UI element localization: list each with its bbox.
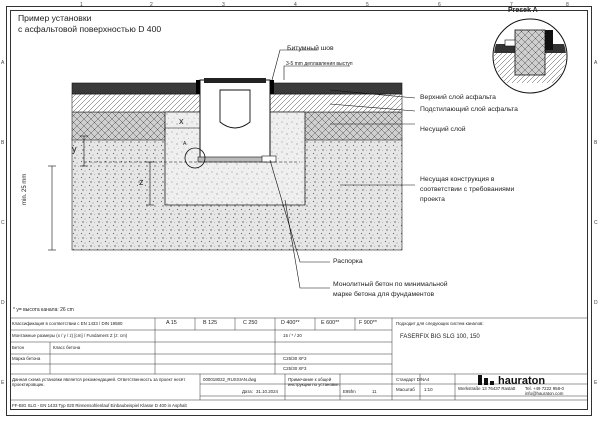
tb-classification-label: Классификация в соответствии с EN 1433 /…: [12, 321, 123, 326]
tb-date-label: Дата:: [242, 389, 253, 394]
tb-date: 31.10.2024: [256, 389, 278, 394]
tb-class-f900: F 900**: [359, 320, 377, 326]
label-carrier-layer: Несущий слой: [420, 126, 466, 133]
border-tick-top-6: 6: [438, 2, 441, 8]
label-protrusion: 3-5 mm деплавления выступ: [286, 61, 353, 67]
border-tick-side-b-right: B: [594, 140, 598, 146]
spacer: [261, 155, 277, 163]
section-a-detail: [492, 18, 568, 94]
drawing-title-line-2: с асфальтовой поверхностью D 400: [18, 24, 162, 34]
tb-class-e600: E 600**: [321, 320, 340, 326]
border-tick-side-a-right: A: [594, 60, 598, 66]
detail-circle: [184, 147, 206, 169]
border-tick-side-e: E: [1, 380, 5, 386]
tb-concrete-grade-value: C25/30 XF3: [283, 366, 307, 371]
tb-product: FASERFIX BIG SLG 100, 150: [400, 334, 480, 340]
border-tick-top-2: 2: [150, 2, 153, 8]
border-tick-top-3: 3: [222, 2, 225, 8]
border-tick-side-e-right: E: [594, 380, 598, 386]
tb-unit: E95fm: [343, 389, 356, 394]
tb-suitable-label: Подходит для следующих систем каналов:: [396, 321, 484, 326]
label-dim-x: x: [179, 116, 184, 126]
tb-class-b125: B 125: [203, 320, 218, 326]
label-dim-y: y: [72, 144, 77, 154]
tb-concrete-label: Бетон: [12, 345, 25, 350]
border-tick-side-c-right: C: [594, 220, 598, 226]
titleblock-grid: [10, 317, 588, 401]
label-base-asphalt: Подстилающий слой асфальта: [420, 106, 518, 113]
tb-scale: 1:10: [424, 387, 433, 392]
dimension-lines: [48, 124, 300, 251]
label-dim-min: min. 25 mm: [22, 173, 28, 205]
drawing-inner-frame: [10, 10, 588, 410]
tb-concrete-class-value: C25/30 XF3: [283, 356, 307, 361]
tb-dimensions-value: 15 / * / 20: [283, 333, 302, 338]
border-tick-side-a: A: [1, 60, 5, 66]
tb-standard-label: Стандарт DIN: [396, 377, 425, 382]
label-load-structure-3: проекта: [420, 196, 445, 203]
drawing-frame: [6, 6, 592, 416]
tb-class-a15: A 15: [166, 320, 177, 326]
tb-scale-label: Масштаб: [396, 387, 415, 392]
tb-sheet-no: 11: [372, 389, 377, 394]
tb-file: 000018022_RUSSIAN.dwg: [203, 377, 257, 382]
tb-format: A4: [424, 377, 430, 382]
tb-note-1: Примечание к общей: [288, 377, 332, 382]
drainage-channel: [197, 78, 273, 163]
tb-bottom-line: FF-BIG SLG - EN 1433 Typ 020 Rinnensohle…: [12, 403, 187, 408]
hauraton-logo-icon: hauraton: [478, 375, 545, 387]
label-bitumen-joint: Битумный шов: [287, 45, 334, 52]
label-concrete-1: Монолитный бетон по минимальной: [333, 281, 448, 288]
tb-note-2: инструкции по установке.: [288, 382, 340, 387]
bitumen-joints: [196, 80, 274, 94]
border-tick-top-1: 1: [80, 2, 83, 8]
tb-class-d400: D 400**: [281, 320, 300, 326]
label-detail-a: A: [183, 141, 187, 147]
border-tick-top-7: 7: [510, 2, 513, 8]
label-top-asphalt: Верхний слой асфальта: [420, 94, 496, 101]
tb-concrete-class-label: Класс бетона: [53, 345, 81, 350]
border-tick-top-5: 5: [366, 2, 369, 8]
label-dim-z: z: [139, 177, 144, 187]
tb-phone: Tel. +49 7222 958-0: [525, 386, 564, 391]
border-tick-top-4: 4: [294, 2, 297, 8]
tb-dimensions-label: Монтажные размеры (x / y / z) [cm]: [12, 333, 83, 338]
border-tick-side-b: B: [1, 140, 5, 146]
tb-class-c250: C 250: [243, 320, 258, 326]
label-spacer: Распорка: [333, 258, 363, 265]
leader-lines: [269, 49, 416, 289]
tb-disclaimer: Данная схема установки является рекоменд…: [12, 377, 186, 387]
label-load-structure-1: Несущая конструкция в: [420, 176, 495, 183]
footnote: * y= высота канала: 26 cm: [13, 307, 74, 313]
drawing-title: Пример установки с асфальтовой поверхнос…: [18, 13, 161, 35]
tb-address: Werkstraße 13 76437 Rastatt: [458, 386, 516, 391]
tb-email: info@hauraton.com: [525, 391, 564, 396]
drawing-title-line-1: Пример установки: [18, 13, 92, 23]
section-a-title: Presek A: [508, 7, 538, 14]
label-concrete-2: марке бетона для фундаментов: [333, 291, 435, 298]
hauraton-logo: hauraton: [476, 372, 560, 392]
border-tick-side-d-right: D: [594, 300, 598, 306]
border-tick-top-8: 8: [566, 2, 569, 8]
tb-dimensions-sub: / Fundament Z (z: cm): [84, 333, 128, 338]
border-tick-side-d: D: [1, 300, 5, 306]
tb-concrete-grade-label: Марка бетона: [12, 356, 41, 361]
hauraton-logo-text: hauraton: [498, 375, 545, 387]
border-tick-side-c: C: [1, 220, 5, 226]
label-load-structure-2: соответствии с требованиями: [420, 186, 515, 193]
